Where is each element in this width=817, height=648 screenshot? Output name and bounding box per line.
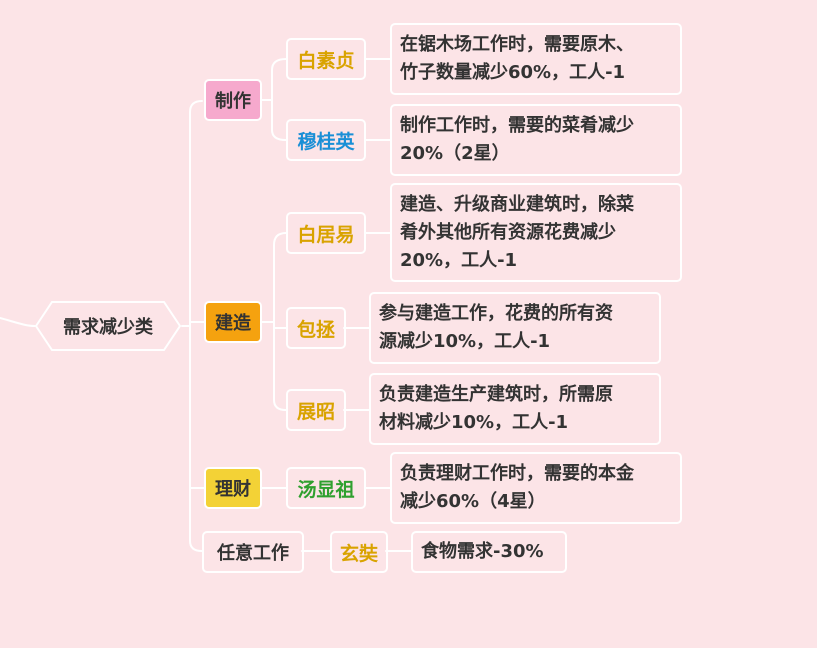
root-incoming-line — [0, 317, 36, 327]
desc-line: 负责建造生产建筑时，所需原 — [379, 384, 613, 405]
root-node[interactable]: 需求减少类 — [34, 300, 182, 352]
desc-line: 制作工作时，需要的菜肴减少 — [400, 115, 634, 136]
desc-bao-zheng[interactable]: 参与建造工作，花费的所有资 源减少10%，工人-1 — [369, 292, 661, 364]
desc-line: 20%（2星） — [400, 143, 510, 164]
desc-xuanzang[interactable]: 食物需求-30% — [411, 531, 567, 573]
person-name: 白居易 — [297, 223, 355, 246]
desc-zhan-zhao[interactable]: 负责建造生产建筑时，所需原 材料减少10%，工人-1 — [369, 373, 661, 445]
desc-line: 20%，工人-1 — [400, 250, 518, 271]
person-desc-lines — [343, 58, 413, 552]
category-label: 建造 — [215, 313, 251, 334]
category-label: 任意工作 — [217, 543, 289, 564]
desc-tang-xianzu[interactable]: 负责理财工作时，需要的本金 减少60%（4星） — [390, 452, 682, 524]
person-name: 汤显祖 — [297, 478, 355, 501]
desc-line: 材料减少10%，工人-1 — [379, 412, 569, 433]
desc-line: 减少60%（4星） — [400, 491, 546, 512]
person-name: 包拯 — [296, 318, 335, 341]
person-xuanzang[interactable]: 玄奘 — [330, 531, 388, 573]
zhizuo-branch-line — [259, 58, 287, 141]
person-name: 穆桂英 — [297, 130, 355, 153]
category-label: 理财 — [215, 479, 251, 500]
person-zhan-zhao[interactable]: 展昭 — [286, 389, 346, 431]
desc-line: 在锯木场工作时，需要原木、 — [400, 34, 634, 55]
desc-line: 肴外其他所有资源花费减少 — [400, 222, 616, 243]
person-tang-xianzu[interactable]: 汤显祖 — [286, 467, 366, 509]
root-node-shape — [34, 301, 182, 351]
category-licai[interactable]: 理财 — [204, 467, 262, 509]
desc-mu-guiying[interactable]: 制作工作时，需要的菜肴减少 20%（2星） — [390, 104, 682, 176]
category-renyi[interactable]: 任意工作 — [202, 531, 304, 573]
person-name: 展昭 — [296, 400, 335, 423]
desc-bai-juyi[interactable]: 建造、升级商业建筑时，除菜 肴外其他所有资源花费减少 20%，工人-1 — [390, 183, 682, 282]
category-label: 制作 — [215, 91, 251, 112]
category-trunk-line — [189, 100, 205, 552]
person-name: 玄奘 — [339, 542, 378, 565]
person-bai-suzhen[interactable]: 白素贞 — [286, 38, 366, 80]
root-label: 需求减少类 — [63, 317, 153, 338]
jianzao-branch-line — [259, 232, 287, 411]
desc-line: 参与建造工作，花费的所有资 — [379, 303, 613, 324]
desc-line: 竹子数量减少60%，工人-1 — [400, 62, 626, 83]
category-zhizuo[interactable]: 制作 — [204, 79, 262, 121]
desc-line: 建造、升级商业建筑时，除菜 — [400, 194, 634, 215]
desc-line: 负责理财工作时，需要的本金 — [400, 463, 634, 484]
person-mu-guiying[interactable]: 穆桂英 — [286, 119, 366, 161]
desc-line: 源减少10%，工人-1 — [379, 331, 551, 352]
person-bao-zheng[interactable]: 包拯 — [286, 307, 346, 349]
person-name: 白素贞 — [297, 49, 355, 72]
desc-bai-suzhen[interactable]: 在锯木场工作时，需要原木、 竹子数量减少60%，工人-1 — [390, 23, 682, 95]
person-bai-juyi[interactable]: 白居易 — [286, 212, 366, 254]
desc-line: 食物需求-30% — [421, 541, 544, 562]
category-jianzao[interactable]: 建造 — [204, 301, 262, 343]
